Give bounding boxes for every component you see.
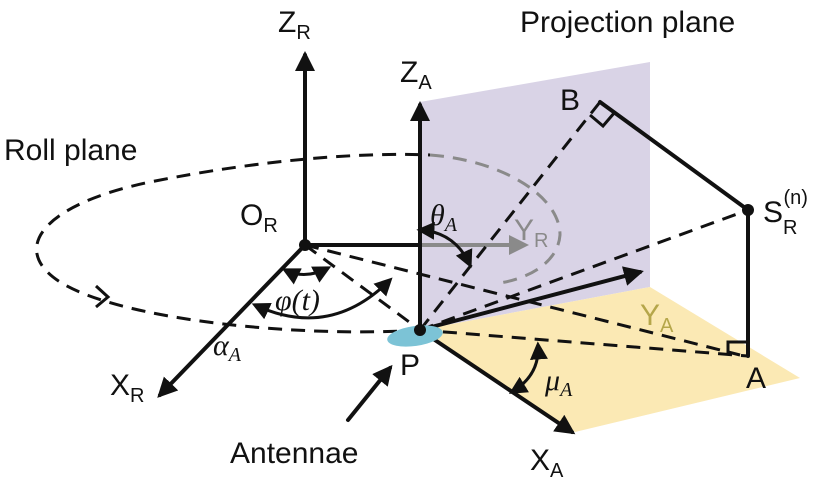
right-angle-a <box>726 340 748 355</box>
projection-plane-label: Projection plane <box>520 6 735 39</box>
p-to-a-dashed <box>419 328 749 358</box>
or-to-a-dashed <box>304 243 741 357</box>
roll-plane-label: Roll plane <box>4 134 137 167</box>
alpha-a-label: αA <box>213 329 242 366</box>
b-to-s-line <box>598 100 750 212</box>
point-p-label: P <box>400 349 420 382</box>
o-r-label: OR <box>240 199 278 237</box>
p-to-s-dashed <box>419 208 749 332</box>
theta-a-arc <box>416 221 473 269</box>
right-angle-b <box>589 111 617 129</box>
point-s <box>742 204 754 216</box>
p-to-b-dashed <box>418 101 602 331</box>
x-r-label: XR <box>110 369 144 407</box>
alpha-arc <box>251 277 393 320</box>
antennae-pointer <box>346 364 393 422</box>
point-b-label: B <box>560 84 580 117</box>
x-a-label: XA <box>530 444 564 482</box>
y-a-label: YA <box>640 299 674 337</box>
antenna-shape <box>387 325 443 347</box>
s-r-label: SR(n) <box>763 187 808 239</box>
x-a-axis <box>418 328 576 435</box>
point-p <box>414 324 426 336</box>
y-r-label: YR <box>514 214 548 252</box>
phi-arc <box>281 266 332 285</box>
antennae-label: Antennae <box>230 437 358 470</box>
theta-a-label: θA <box>430 199 458 236</box>
roll-plane-ellipse <box>35 152 431 334</box>
z-r-label: ZR <box>278 6 311 44</box>
roll-plane-ellipse-back <box>429 153 562 285</box>
phi-t-label: φ(t) <box>275 284 320 317</box>
z-a-label: ZA <box>400 56 432 94</box>
projection-plane <box>420 62 650 330</box>
ground-plane <box>420 287 800 432</box>
mu-a-arc <box>508 341 548 394</box>
roll-direction-arrowhead <box>94 284 111 309</box>
point-a-label: A <box>746 362 766 395</box>
mu-a-label: μA <box>544 364 573 401</box>
x-r-axis <box>157 243 307 398</box>
point-or <box>299 239 311 251</box>
